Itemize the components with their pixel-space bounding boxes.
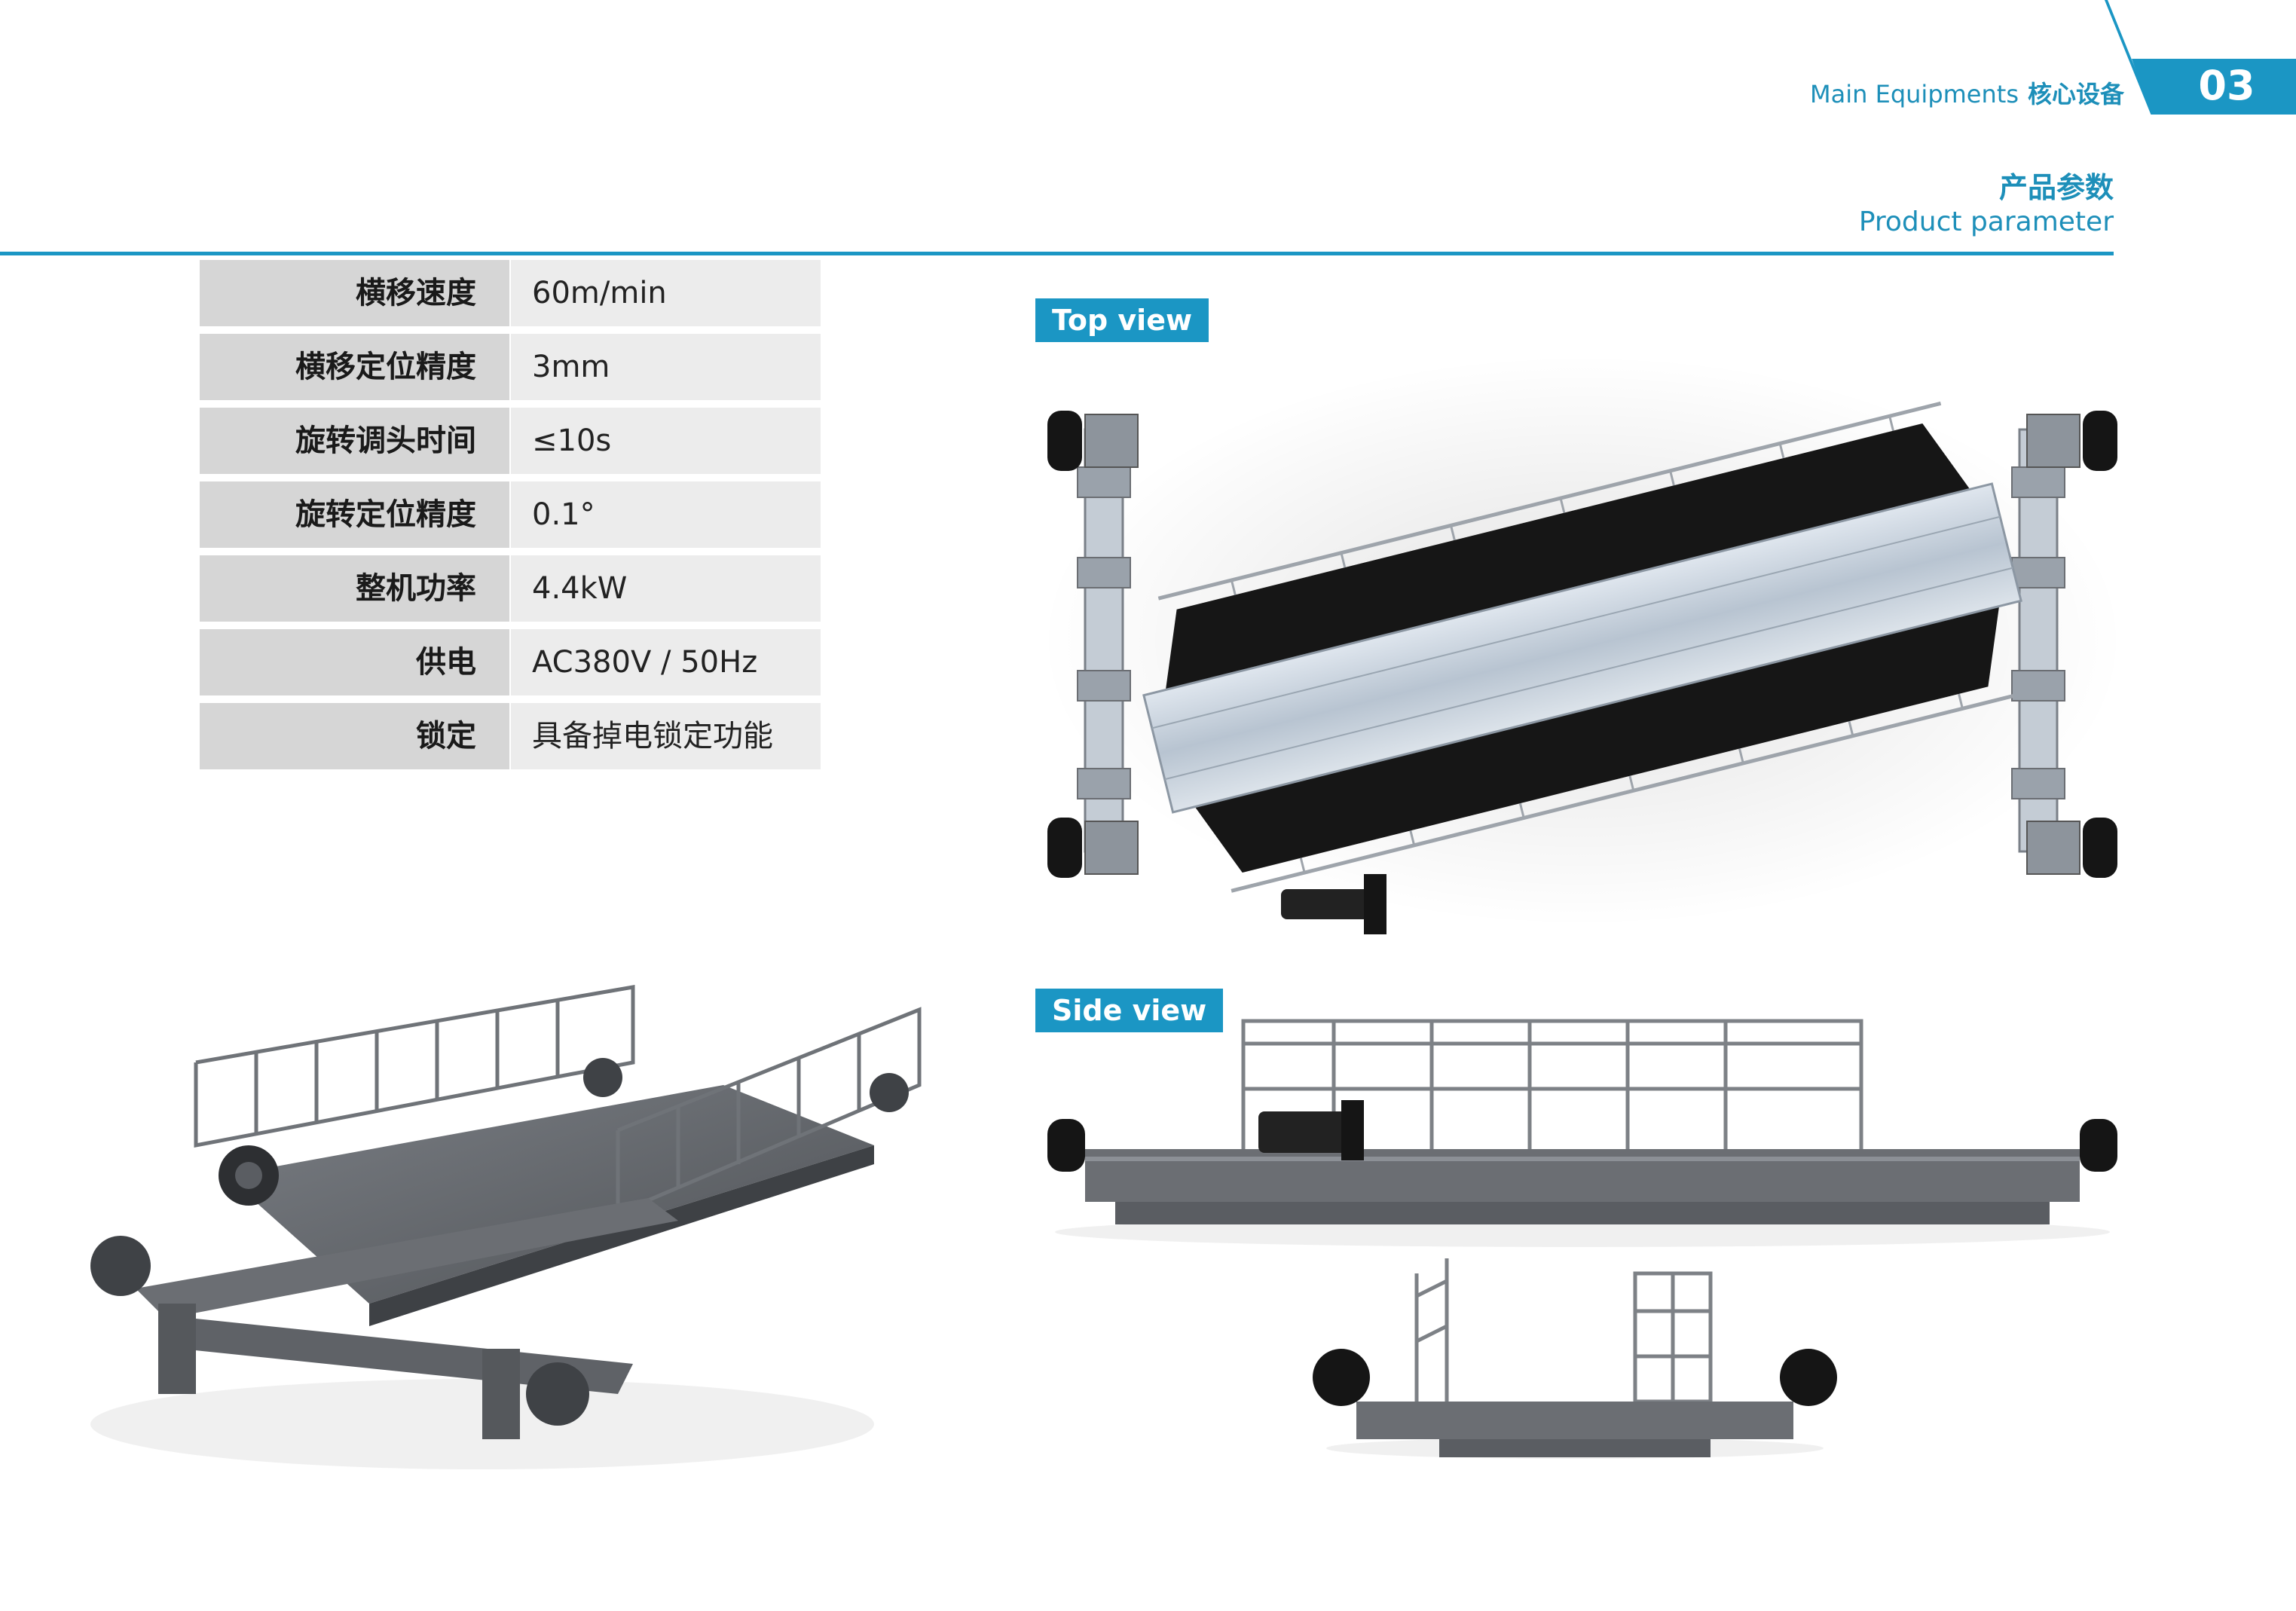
wheel-icon xyxy=(2026,411,2117,471)
wheel-icon xyxy=(2080,1119,2117,1172)
wheel-icon xyxy=(90,1236,151,1296)
parameter-label: 整机功率 xyxy=(200,555,510,622)
page-title-en: Product parameter xyxy=(1858,206,2114,237)
cable-reel-icon xyxy=(1281,874,1386,934)
side-view-label: Side view xyxy=(1035,989,1224,1032)
parameter-label: 横移速度 xyxy=(200,260,510,326)
parameter-value: 具备掉电锁定功能 xyxy=(511,703,821,769)
cable-reel-icon xyxy=(1258,1100,1364,1160)
parameter-row: 整机功率 4.4kW xyxy=(200,555,821,622)
parameter-value: AC380V / 50Hz xyxy=(511,629,821,695)
page-title-cn: 产品参数 xyxy=(1998,171,2114,204)
side-view-drawing xyxy=(1047,1019,2117,1247)
parameter-label: 横移定位精度 xyxy=(200,334,510,400)
wheel-icon xyxy=(526,1362,589,1426)
end-view-drawing xyxy=(1313,1258,1837,1459)
parameter-table: 横移速度 60m/min 横移定位精度 3mm 旋转调头时间 ≤10s 旋转定位… xyxy=(200,260,821,777)
wheel-icon xyxy=(1047,1119,1085,1172)
perspective-view-drawing xyxy=(90,985,922,1469)
wheel-icon xyxy=(2026,818,2117,878)
parameter-row: 横移定位精度 3mm xyxy=(200,334,821,400)
parameter-value: 3mm xyxy=(511,334,821,400)
parameter-value: ≤10s xyxy=(511,408,821,474)
top-view-drawing xyxy=(1040,354,2125,934)
parameter-value: 0.1° xyxy=(511,481,821,548)
parameter-row: 旋转调头时间 ≤10s xyxy=(200,408,821,474)
parameter-value: 60m/min xyxy=(511,260,821,326)
parameter-label: 旋转调头时间 xyxy=(200,408,510,474)
wheel-icon xyxy=(1047,411,1139,471)
wheel-icon xyxy=(1047,818,1139,878)
cable-reel-icon xyxy=(219,1145,279,1206)
top-view-label: Top view xyxy=(1035,298,1209,342)
section-title-en: Main Equipments xyxy=(1810,80,2019,109)
wheel-icon xyxy=(870,1073,909,1112)
section-title: Main Equipments 核心设备 xyxy=(1810,75,2124,110)
parameter-label: 旋转定位精度 xyxy=(200,481,510,548)
parameter-row: 锁定 具备掉电锁定功能 xyxy=(200,703,821,769)
parameter-label: 供电 xyxy=(200,629,510,695)
wheel-icon xyxy=(1780,1349,1837,1406)
parameter-row: 旋转定位精度 0.1° xyxy=(200,481,821,548)
page-number: 03 xyxy=(2198,62,2255,109)
header-divider xyxy=(0,252,2114,255)
wheel-icon xyxy=(1313,1349,1370,1406)
parameter-label: 锁定 xyxy=(200,703,510,769)
section-title-cn: 核心设备 xyxy=(2027,80,2124,109)
parameter-row: 横移速度 60m/min xyxy=(200,260,821,326)
page-number-tab xyxy=(2132,59,2296,115)
parameter-value: 4.4kW xyxy=(511,555,821,622)
parameter-row: 供电 AC380V / 50Hz xyxy=(200,629,821,695)
wheel-icon xyxy=(583,1058,622,1097)
